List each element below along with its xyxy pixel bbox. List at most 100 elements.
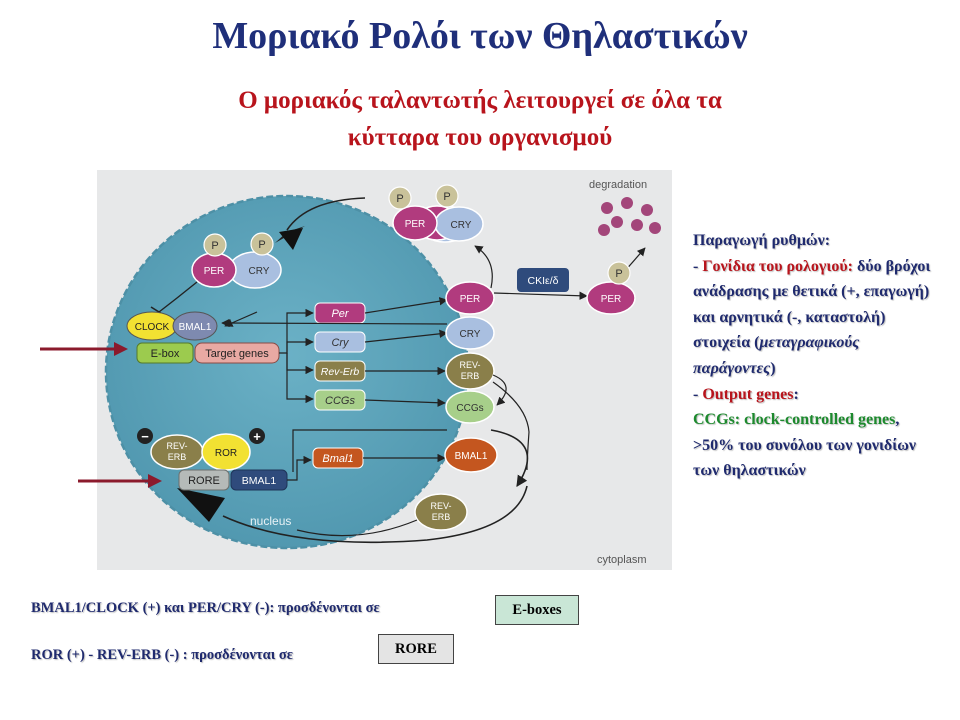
target-genes-label: Target genes (205, 348, 269, 360)
reverb-erb-label-column: ERB (461, 371, 480, 381)
reverb-protein-column (445, 352, 495, 390)
phospho-label-1: P (396, 193, 403, 205)
side-ccgs-line: CCGs: clock-controlled genes (693, 411, 896, 429)
per-label-nuc: PER (204, 266, 225, 277)
phospho-circle-5 (607, 261, 631, 285)
side-dash-2: - (693, 385, 703, 403)
phosphorylation-arrow (493, 291, 588, 300)
phospho-label-2: P (443, 191, 450, 203)
side-dash-1: - (693, 257, 703, 275)
ck-kinase-label: CKIε/δ (528, 275, 559, 287)
cry-label-column: CRY (460, 329, 481, 340)
cry-gene-label: Cry (331, 337, 350, 349)
subtitle-line-2: κύτταρα του οργανισμού (347, 124, 613, 151)
rev-erb-import-arrowhead (177, 488, 225, 522)
side-desc-1: δύο βρόχοι ανάδρασης με θετικά (+, επαγω… (693, 257, 931, 352)
per-cry-to-bmal1-arrow (224, 311, 258, 327)
cry-label-cyto: CRY (451, 220, 472, 231)
ccgs-protein-column (445, 390, 495, 424)
subtitle-line-1: Ο μοριακός ταλαντωτής λειτουργεί σε όλα … (238, 87, 722, 114)
side-desc-italic: μεταγραφικούς παράγοντες (693, 334, 860, 377)
nucleus-label: nucleus (250, 514, 291, 528)
bmal1-protein-cyto (444, 437, 498, 473)
bmal1-protein-nuc (172, 311, 218, 341)
rore-label: RORE (188, 475, 220, 487)
reverb-erb-label-bottom: ERB (432, 512, 451, 522)
bmal1-regulation-connector (292, 429, 447, 435)
cytoplasm-label: cytoplasm (597, 554, 647, 566)
phospho-circle-1 (388, 186, 412, 210)
arrow-to-bmal1-gene (287, 455, 312, 481)
per-protein-column (445, 281, 495, 315)
minus-sign: − (141, 429, 149, 444)
arrow-to-cry-gene (286, 337, 314, 353)
side-panel: Παραγωγή ρυθμών: - Γονίδια του ρολογιού:… (693, 228, 933, 484)
degraded-protein-dots (598, 197, 661, 236)
rore-element (178, 469, 230, 491)
import-arrow-head-fill (279, 228, 303, 250)
reverb-rev-label-column: REV- (459, 360, 480, 370)
bmal1-gene-element-label: BMAL1 (242, 475, 277, 487)
inhibition-line (158, 281, 198, 313)
ccgs-output-arrow (492, 381, 530, 471)
bmal1-gene-label: Bmal1 (322, 453, 353, 465)
pointer-arrow-rore (78, 474, 162, 488)
ck-kinase-box (517, 268, 569, 292)
reverb-rev-label-nuc: REV- (166, 441, 187, 451)
degradation-label: degradation (589, 179, 647, 191)
phospho-label-4: P (258, 239, 265, 251)
per-label-degrade: PER (601, 294, 622, 305)
per-protein-degrade (586, 281, 636, 315)
side-colon: : (793, 385, 799, 403)
rev-erb-import-arrow (222, 485, 528, 544)
per-label-column: PER (460, 294, 481, 305)
per-gene-label: Per (331, 308, 349, 320)
per-protein-cyto-body (392, 205, 438, 241)
ccgs-translation-arrow (364, 398, 446, 407)
minus-badge (137, 428, 153, 444)
plus-sign: + (253, 429, 261, 444)
clock-diagram: degradation cytoplasm nucleus PER PER CR… (97, 170, 672, 570)
e-box-label: E-box (151, 348, 180, 360)
reverb-loop-arrow (492, 374, 507, 406)
cry-translation-arrow (364, 329, 448, 343)
bottom-line-2: ROR (+) - REV-ERB (-) : προσδένονται σε (31, 647, 293, 663)
reverb-return-arrow (296, 519, 418, 537)
bmal1-return-arrow (221, 318, 448, 328)
plus-badge (249, 428, 265, 444)
reverb-rev-label-bottom: REV- (430, 501, 451, 511)
ror-label: ROR (215, 448, 237, 459)
import-arrow-top (286, 197, 366, 231)
cry-label-nuc: CRY (249, 266, 270, 277)
per-translation-arrow (364, 297, 448, 314)
side-desc-2: ) (770, 359, 776, 377)
side-output-genes: Output genes (702, 385, 794, 403)
pointer-arrow-ebox (40, 342, 128, 356)
phospho-circle-3 (203, 233, 227, 257)
reverb-erb-label-nuc: ERB (168, 452, 187, 462)
cry-protein-column (445, 316, 495, 350)
phospho-circle-2 (435, 184, 459, 208)
per-label-cyto-body: PER (405, 219, 426, 230)
bmal1-label-nuc: BMAL1 (179, 322, 212, 333)
e-boxes-box: E-boxes (495, 595, 579, 625)
rore-box: RORE (378, 634, 454, 664)
side-clock-genes: Γονίδια του ρολογιού: (702, 257, 853, 275)
ccgs-label-column: CCGs (456, 403, 483, 414)
ccgs-gene-label: CCGs (325, 395, 355, 407)
side-heading: Παραγωγή ρυθμών: (693, 232, 831, 249)
subtitle: Ο μοριακός ταλαντωτής λειτουργεί σε όλα … (100, 82, 860, 156)
clock-diagram-svg: degradation cytoplasm nucleus PER PER CR… (97, 170, 672, 570)
phospho-label-3: P (211, 240, 218, 252)
bmal1-label-cyto: BMAL1 (455, 451, 488, 462)
clock-label: CLOCK (135, 322, 170, 333)
bmal1-export-arrow (490, 429, 529, 487)
phospho-circle-4 (250, 232, 274, 256)
side-desc-3: , >50% του συνόλου των γονιδίων των θηλα… (693, 411, 917, 480)
phospho-label-5: P (615, 268, 622, 280)
complex-formation-arrow (474, 245, 493, 289)
arrow-to-ccgs-gene (286, 353, 314, 404)
reverb-gene-label: Rev-Erb (321, 366, 360, 378)
bottom-line-1: BMAL1/CLOCK (+) και PER/CRY (-): προσδέν… (31, 600, 380, 616)
page-title: Μοριακό Ρολόι των Θηλαστικών (212, 15, 748, 57)
